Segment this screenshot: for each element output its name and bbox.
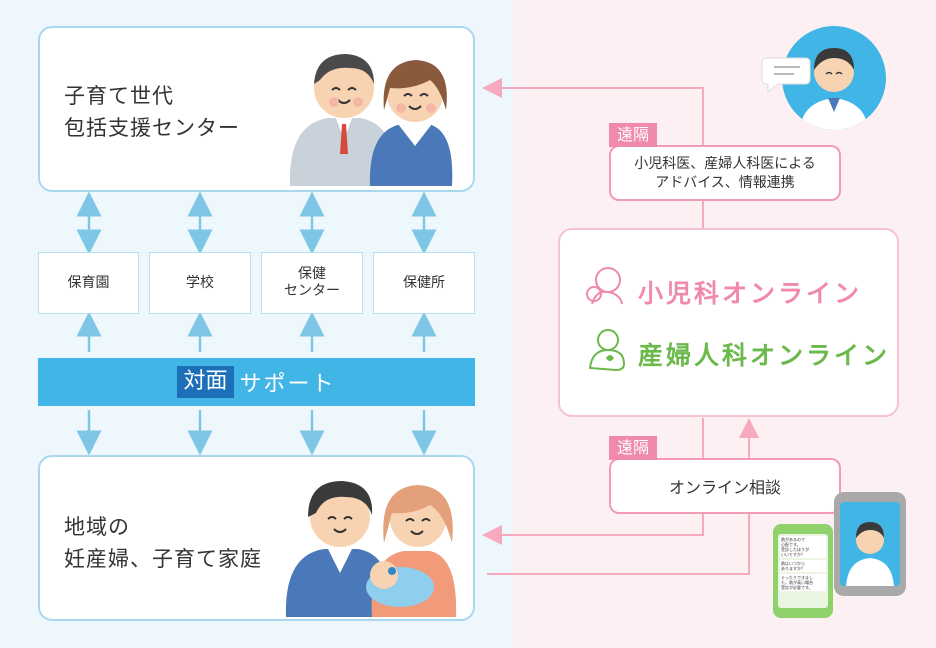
facility-school-label: 学校	[186, 274, 214, 291]
remote-tag-advice: 遠隔	[609, 123, 658, 147]
advice-line2: アドバイス、情報連携	[655, 175, 795, 191]
family-line1: 地域の	[64, 515, 130, 539]
facility-health-center-label: 保健 センター	[284, 266, 340, 299]
online-consult-box: オンライン相談	[609, 458, 841, 514]
chat-phone: 熱があるので 心配です。 受診したほうが いいですか？ 熱はいつから ありますか…	[773, 524, 833, 618]
support-center-label: 子育て世代 包括支援センター	[64, 80, 240, 144]
chat-phone-screen: 熱があるので 心配です。 受診したほうが いいですか？ 熱はいつから ありますか…	[778, 534, 828, 608]
facility-health-center: 保健 センター	[261, 252, 363, 314]
remote-advice-text: 小児科医、産婦人科医による アドバイス、情報連携	[611, 155, 839, 193]
in-person-tag: 対面	[177, 366, 234, 398]
doctor-avatar	[782, 26, 886, 130]
facility-nursery-label: 保育園	[67, 274, 110, 291]
chat-message-3: ぐったりできまし た。熱が高い場合 受診が必要です。	[780, 574, 826, 591]
staff-illustration	[289, 54, 453, 186]
chat-message-2: 熱はいつから ありますか？	[780, 560, 826, 572]
remote-tag-consult: 遠隔	[609, 436, 658, 460]
pediatrics-online-name: 小児科オンライン	[638, 279, 863, 308]
chat-message-1: 熱があるので 心配です。 受診したほうが いいですか？	[780, 536, 826, 558]
video-doctor-icon	[846, 522, 894, 586]
family-line2: 妊産婦、子育て家庭	[64, 547, 262, 571]
family-illustration	[285, 481, 457, 617]
facility-health-office: 保健所	[373, 252, 475, 314]
support-center-line1: 子育て世代	[64, 84, 174, 108]
chat-bubble-icon	[761, 57, 811, 94]
advice-line1: 小児科医、産婦人科医による	[634, 156, 816, 172]
online-consult-label: オンライン相談	[668, 478, 781, 497]
video-phone	[834, 492, 906, 596]
family-label: 地域の 妊産婦、子育て家庭	[64, 511, 262, 575]
support-center-box: 子育て世代 包括支援センター	[38, 26, 475, 192]
remote-advice-box: 小児科医、産婦人科医による アドバイス、情報連携	[609, 145, 841, 201]
obstetrics-online-name: 産婦人科オンライン	[638, 341, 891, 370]
pediatrics-logo-icon	[586, 267, 623, 305]
support-center-line2: 包括支援センター	[64, 116, 240, 140]
family-box: 地域の 妊産婦、子育て家庭	[38, 455, 475, 621]
online-services-box: 小児科オンライン 産婦人科オンライン	[558, 228, 899, 417]
video-phone-screen	[840, 502, 900, 586]
facility-school: 学校	[149, 252, 251, 314]
in-person-support-bar: 対面 サポート	[38, 358, 475, 406]
doctor-illustration	[800, 48, 868, 130]
facility-health-office-label: 保健所	[403, 274, 445, 291]
support-label: サポート	[239, 372, 336, 397]
facility-nursery: 保育園	[38, 252, 139, 314]
obstetrics-logo-icon	[588, 329, 626, 372]
